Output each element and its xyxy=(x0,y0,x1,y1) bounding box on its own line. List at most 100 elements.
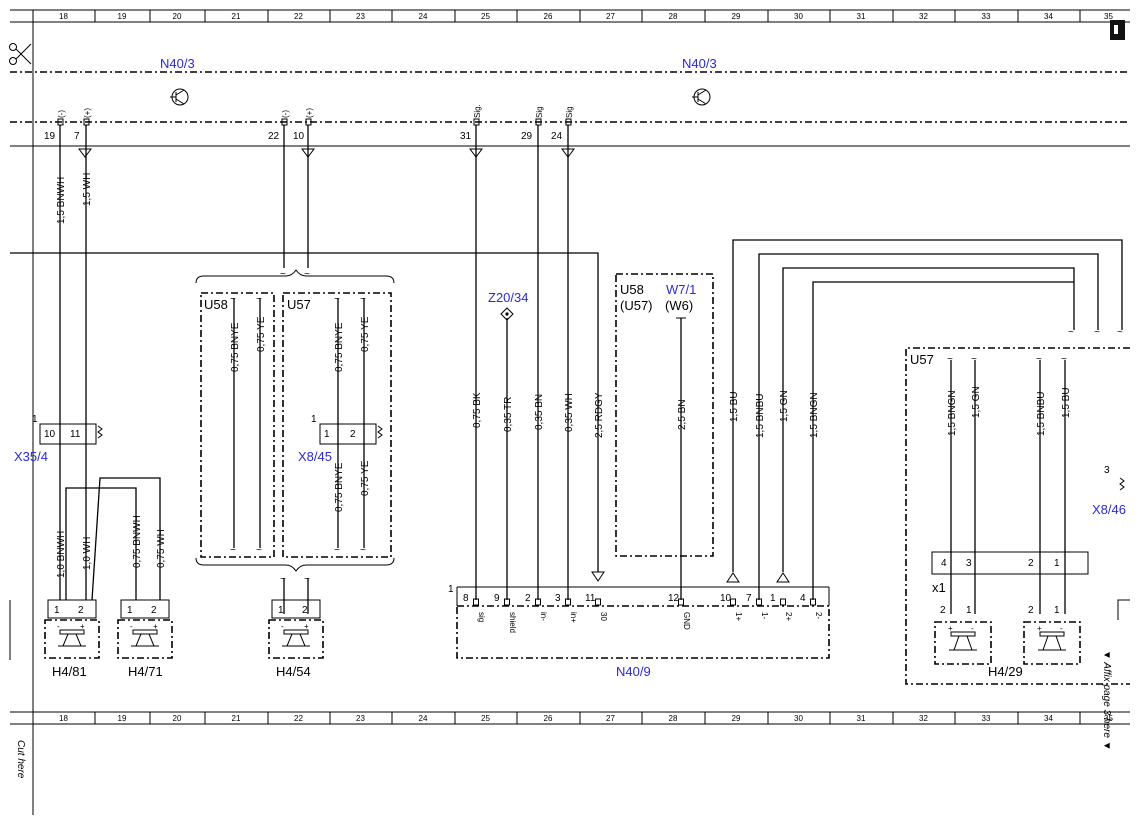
wire-label: 0,75 YE xyxy=(256,316,267,352)
svg-text:1: 1 xyxy=(127,605,133,616)
svg-text:~: ~ xyxy=(334,545,340,556)
svg-text:7: 7 xyxy=(746,593,752,604)
svg-text:11: 11 xyxy=(70,429,81,440)
svg-text:Sig: Sig xyxy=(565,106,574,118)
grid-column-label: 30 xyxy=(794,714,803,723)
svg-text:~: ~ xyxy=(304,269,310,280)
w7-1-label: W7/1 xyxy=(666,282,696,297)
grid-column-label: 18 xyxy=(59,12,68,21)
svg-text:1: 1 xyxy=(311,414,317,425)
grid-column-label: 33 xyxy=(982,12,991,21)
svg-text:-: - xyxy=(1060,624,1063,633)
svg-text:7: 7 xyxy=(74,131,80,142)
svg-text:1: 1 xyxy=(966,605,972,616)
h4-71-speaker-label: H4/71 xyxy=(128,664,163,679)
svg-text:24: 24 xyxy=(551,131,563,142)
top-pin-10: 10 (+) xyxy=(293,108,314,142)
svg-text:2: 2 xyxy=(940,605,946,616)
x1-label: x1 xyxy=(932,580,946,595)
amplifier-symbol-icon xyxy=(692,88,711,106)
top-pin-7: 7 (+) xyxy=(74,108,92,142)
wire-label: 0,75 YE xyxy=(360,316,371,352)
page-corner-marker-icon xyxy=(1110,20,1125,40)
wire-label: 1,0 WH xyxy=(82,537,93,570)
grid-column-label: 34 xyxy=(1044,714,1053,723)
top-pin-29: 29 Sig xyxy=(521,106,544,142)
wire-label: 0,35 TR xyxy=(503,397,514,432)
svg-text:~: ~ xyxy=(280,574,286,585)
svg-text:-: - xyxy=(130,622,133,631)
svg-text:+: + xyxy=(153,622,158,631)
speaker-icon: -+ xyxy=(281,622,310,647)
top-pin-24: 24 Sig xyxy=(551,106,574,142)
grid-column-label: 25 xyxy=(481,714,490,723)
svg-text:2: 2 xyxy=(1028,558,1034,569)
svg-text:31: 31 xyxy=(460,131,472,142)
svg-text:8: 8 xyxy=(463,593,469,604)
svg-text:19: 19 xyxy=(44,131,56,142)
svg-text:(+): (+) xyxy=(305,108,314,118)
svg-text:-: - xyxy=(971,624,974,633)
wire-break-marks: ~ ~ ~ ~ ~ ~ ~ ~ ~ ~ ~ ~ ~ ~ ~ ~ ~ ~ ~ xyxy=(230,269,1123,585)
u58-b-label: U58 xyxy=(620,282,644,297)
grid-column-label: 33 xyxy=(982,714,991,723)
n40-9-pin: 3in+ xyxy=(555,593,578,623)
svg-text:11: 11 xyxy=(585,593,596,604)
svg-text:12: 12 xyxy=(668,593,680,604)
wire-label: 1,5 BNGN xyxy=(809,392,820,438)
h4-81-speaker-label: H4/81 xyxy=(52,664,87,679)
svg-text:-: - xyxy=(57,622,60,631)
wire-label: 1,5 GN xyxy=(971,386,982,418)
svg-text:30: 30 xyxy=(599,612,608,621)
u57-right-box xyxy=(905,347,1130,685)
wire-label: 1,5 BNBU xyxy=(1036,392,1047,436)
svg-text:2-: 2- xyxy=(814,612,823,619)
x35-4-label: X35/4 xyxy=(14,449,48,464)
grid-column-label: 29 xyxy=(732,714,741,723)
grid-column-label: 31 xyxy=(857,12,866,21)
speaker-icon: -+ xyxy=(130,622,159,647)
svg-text:~: ~ xyxy=(1094,327,1100,338)
wire-label: 0,75 BK xyxy=(472,392,483,428)
svg-text:~: ~ xyxy=(1061,354,1067,365)
grid-column-label: 27 xyxy=(606,714,615,723)
svg-text:2+: 2+ xyxy=(784,612,793,621)
x8-45-connector: 1 1 2 xyxy=(311,414,383,445)
svg-text:~: ~ xyxy=(256,294,262,305)
svg-text:1: 1 xyxy=(278,605,284,616)
x1-connector: 4 3 2 1 xyxy=(931,551,1089,575)
svg-text:~: ~ xyxy=(971,354,977,365)
svg-text:3: 3 xyxy=(966,558,972,569)
n40-3-right-label: N40/3 xyxy=(682,56,717,71)
svg-text:Sig.: Sig. xyxy=(473,104,482,118)
brace-bottom xyxy=(195,557,395,572)
svg-text:2: 2 xyxy=(78,605,84,616)
svg-text:~: ~ xyxy=(947,354,953,365)
wire-label: 0,75 BNYE xyxy=(230,322,241,372)
svg-text:~: ~ xyxy=(280,269,286,280)
u57-c-label: U57 xyxy=(910,352,934,367)
top-pin-31: 31 Sig. xyxy=(460,104,482,142)
grid-column-label: 19 xyxy=(118,12,127,21)
svg-text:1: 1 xyxy=(770,593,776,604)
wire-label: 1,5 BNBU xyxy=(755,394,766,438)
u57-box xyxy=(282,292,392,558)
svg-text:1-: 1- xyxy=(760,612,769,619)
svg-text:29: 29 xyxy=(521,131,533,142)
wire-label: 0,75 WH xyxy=(156,529,167,568)
scissors-icon xyxy=(9,43,32,65)
svg-text:1: 1 xyxy=(324,429,330,440)
svg-text:2: 2 xyxy=(302,605,308,616)
grid-column-label: 20 xyxy=(173,714,182,723)
svg-text:in-: in- xyxy=(539,612,548,621)
grid-column-label: 24 xyxy=(419,12,428,21)
arrow-up-icon xyxy=(726,572,790,583)
n40-9-pin: 1 2+ xyxy=(770,593,793,621)
